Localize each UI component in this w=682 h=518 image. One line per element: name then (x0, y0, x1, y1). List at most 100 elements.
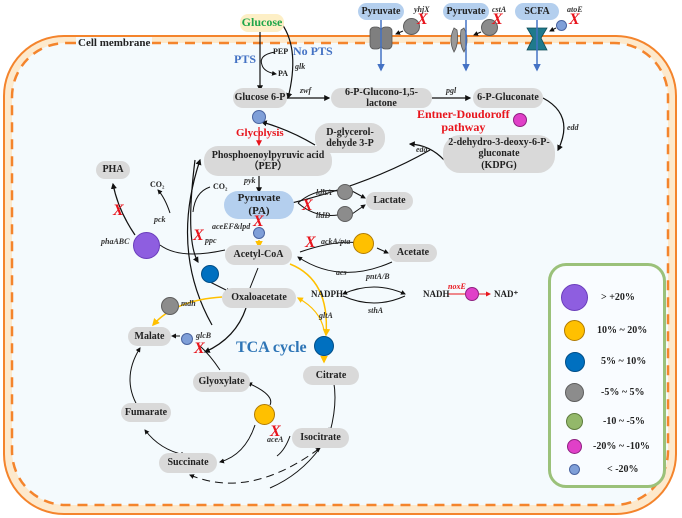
noxE-indicator (465, 287, 479, 301)
gap-line-1: D-glycerol- (326, 126, 374, 138)
cell-membrane-label: Cell membrane (76, 37, 153, 49)
glycolysis-title: Glycolysis (236, 127, 284, 139)
ppc-arrow (190, 159, 199, 264)
legend-item-lt-neg20: < -20% (551, 464, 663, 494)
green-circle-icon (566, 413, 583, 430)
phaABC-indicator (133, 232, 160, 259)
cstA-to-transporter-arrow (473, 31, 482, 36)
pha-knockout-mark: X (113, 202, 124, 219)
ackA-pta-label: ackA/pta (321, 237, 351, 246)
kdpg-line-3: (KDPG) (481, 159, 517, 171)
aceA-label: aceA (267, 435, 284, 444)
acetylcoa-oxaloacetate-line (249, 267, 259, 289)
gltA-label: gltA (319, 311, 333, 320)
isocitrate-node: Isocitrate (292, 428, 349, 448)
ldhA-label: ldhA (316, 188, 333, 197)
pgl-label: pgl (446, 86, 457, 95)
acetyl-coa-node: Acetyl-CoA (225, 245, 292, 265)
glyoxylate-glcB-path (199, 345, 221, 371)
pyruvate-external-1: Pyruvate (358, 3, 404, 20)
succinate-isocitrate-dashed-arrow (189, 447, 321, 484)
kdpg-line-2: gluconate (478, 148, 520, 160)
zwf-label: zwf (300, 86, 312, 95)
fumarate-node: Fumarate (121, 403, 171, 422)
glucose-external: Glucose (240, 14, 284, 32)
lldD-label: lldD (316, 211, 331, 220)
glucono-lactone-node: 6-P-Glucono-1,5-lactone (331, 87, 432, 109)
aceEF-lpd-label: aceEF&lpd (212, 222, 251, 231)
oxaloacetate-glyoxylate-arrow (203, 307, 247, 353)
pa-cofactor-label: PA (278, 69, 289, 78)
gap-line-2: dehyde 3-P (326, 138, 374, 149)
acetylcoa-to-phaABC-path (159, 244, 226, 255)
gluconate-node: 6-P-Gluconate (473, 88, 543, 108)
legend-label: -10 ~ -5% (603, 416, 645, 427)
pyruvate-line-2: (PA) (248, 205, 270, 217)
glyceraldehyde-3p-node: D-glycerol- dehyde 3-P (315, 123, 385, 153)
pep-node: Phosphoenoylpyruvic acid （PEP） (204, 146, 332, 176)
glcB-label: glcB (196, 331, 212, 340)
pep-line-1: Phosphoenoylpyruvic acid (211, 149, 325, 161)
ed-title-line-1: Entner-Doudoroff (417, 107, 510, 121)
glycolysis-indicator (252, 110, 266, 124)
atoE-label: atoE (567, 5, 583, 14)
citrate-node: Citrate (303, 366, 359, 385)
noxE-label: noxE (448, 282, 466, 291)
glucose-6p-node: Glucose 6-P (233, 88, 287, 108)
pha-node: PHA (96, 161, 130, 179)
atoE-knockout-mark: X (569, 11, 580, 28)
pts-label: PTS (234, 52, 257, 66)
ppc-knockout-mark: X (193, 227, 204, 244)
acs-label: acs (336, 268, 347, 277)
aceA-indicator (254, 404, 275, 425)
ackA-to-acetate-arrow (376, 247, 389, 254)
phaABC-label: phaABC (101, 237, 130, 246)
scfa-external: SCFA (515, 3, 559, 20)
entner-doudoroff-title: Entner-Doudoroff pathway (417, 108, 510, 133)
lactate-knockout-mark: X (302, 197, 313, 214)
ppc-label: ppc (205, 236, 217, 245)
pyk-label: pyk (244, 176, 256, 185)
glyoxylate-node: Glyoxylate (193, 372, 250, 392)
no-pts-label: No PTS (293, 44, 333, 58)
malate-node: Malate (128, 327, 171, 346)
sthA-path (342, 295, 406, 304)
aceEF-knockout-mark: X (253, 213, 264, 230)
aceEF-lpd-indicator (253, 227, 265, 239)
nadph-label: NADPH (311, 289, 343, 299)
pntAB-arrow (342, 286, 406, 295)
legend-label: < -20% (607, 464, 639, 475)
eda-to-gap-arrow (408, 141, 445, 161)
glcB-knockout-mark: X (194, 340, 205, 357)
lldD-indicator (337, 206, 353, 222)
legend-label: > +20% (601, 292, 635, 303)
ackA-pta-indicator (353, 233, 374, 254)
legend-label: -5% ~ 5% (601, 387, 645, 398)
pep-line-2: （PEP） (248, 161, 288, 172)
yhjX-knockout-mark: X (417, 11, 428, 28)
purple-circle-icon (561, 284, 588, 311)
citrate-oxaloacetate-arrow (296, 297, 325, 331)
pyruvate-node: Pyruvate (PA) (224, 191, 294, 219)
yhjX-gene-indicator (403, 18, 420, 35)
pink-circle-icon (567, 439, 582, 454)
mdh-indicator (161, 297, 179, 315)
cstA-label: cstA (492, 5, 507, 14)
legend-item-10-20: 10% ~ 20% (551, 320, 663, 350)
ed-pathway-indicator (513, 113, 527, 127)
co2-label-ppc: CO₂ (213, 182, 228, 191)
glk-label: glk (295, 62, 306, 71)
legend-label: -20% ~ -10% (593, 441, 650, 452)
orange-circle-icon (564, 320, 585, 341)
ppc-co2-path (192, 186, 211, 213)
pyruvate-line-1: Pyruvate (237, 192, 281, 205)
lactate-node: Lactate (366, 192, 413, 210)
lightblue-circle-icon (569, 464, 580, 475)
ackA-knockout-mark: X (305, 234, 316, 251)
lldD-path (297, 202, 339, 216)
oxaloacetate-node: Oxaloacetate (222, 288, 296, 308)
legend-item-gt-20: > +20% (551, 284, 663, 314)
legend: > +20% 10% ~ 20% 5% ~ 10% -5% ~ 5% -10 ~… (548, 263, 666, 488)
kdpg-node: 2-dehydro-3-deoxy-6-P- gluconate (KDPG) (443, 135, 555, 173)
